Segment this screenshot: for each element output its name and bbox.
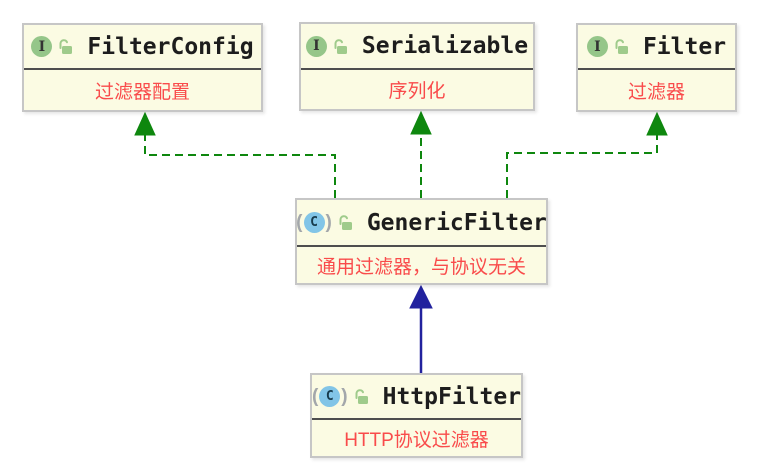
- class-icon: C: [312, 386, 348, 408]
- realization-edge-genericfilter-to-filter: [506, 111, 668, 198]
- node-name: Serializable: [361, 33, 529, 59]
- open-lock-icon: [57, 38, 74, 55]
- node-title-row: C GenericFilter: [296, 200, 547, 247]
- node-name: Filter: [642, 33, 727, 60]
- node-icons: I: [586, 36, 630, 57]
- open-lock-icon: [332, 38, 349, 55]
- class-node-serializable[interactable]: I Serializable 序列化: [299, 22, 535, 111]
- node-icons: I: [305, 35, 349, 57]
- node-title-row: I FilterConfig: [24, 25, 261, 70]
- node-comment: HTTP协议过滤器: [344, 429, 489, 451]
- node-icons: C: [312, 386, 370, 408]
- realization-edge-genericfilter-to-serializable: [410, 110, 432, 198]
- node-name: FilterConfig: [87, 33, 254, 60]
- hollow-triangle-arrowhead: [410, 110, 432, 135]
- node-icons: I: [31, 36, 74, 57]
- node-name: GenericFilter: [366, 209, 547, 236]
- node-icons: C: [296, 212, 354, 234]
- triangle-arrowhead: [409, 284, 433, 309]
- class-node-filterconfig[interactable]: I FilterConfig 过滤器配置: [22, 23, 263, 112]
- open-lock-icon: [337, 214, 354, 231]
- node-name: HttpFilter: [382, 383, 522, 410]
- node-title-row: I Filter: [578, 25, 735, 70]
- node-comment: 通用过滤器，与协议无关: [316, 256, 526, 278]
- open-lock-icon: [613, 38, 630, 55]
- interface-icon: I: [305, 35, 327, 57]
- class-node-filter[interactable]: I Filter 过滤器: [576, 23, 737, 112]
- node-comment: 过滤器配置: [94, 81, 190, 103]
- node-comment: 过滤器: [627, 81, 685, 103]
- open-lock-icon: [353, 388, 370, 405]
- node-title-row: C HttpFilter: [312, 375, 521, 420]
- node-title-row: I Serializable: [301, 24, 533, 70]
- generalization-edge-httpfilter-to-genericfilter: [409, 284, 433, 373]
- class-node-genericfilter[interactable]: C GenericFilter 通用过滤器，与协议无关: [295, 198, 548, 285]
- realization-edge-genericfilter-to-filterconfig: [134, 111, 336, 198]
- hollow-triangle-arrowhead: [134, 111, 156, 136]
- interface-icon: I: [31, 36, 53, 57]
- interface-icon: I: [586, 36, 608, 57]
- class-icon: C: [296, 212, 332, 234]
- class-node-httpfilter[interactable]: C HttpFilter HTTP协议过滤器: [310, 373, 523, 458]
- node-comment: 序列化: [388, 81, 446, 102]
- hollow-triangle-arrowhead: [646, 111, 668, 136]
